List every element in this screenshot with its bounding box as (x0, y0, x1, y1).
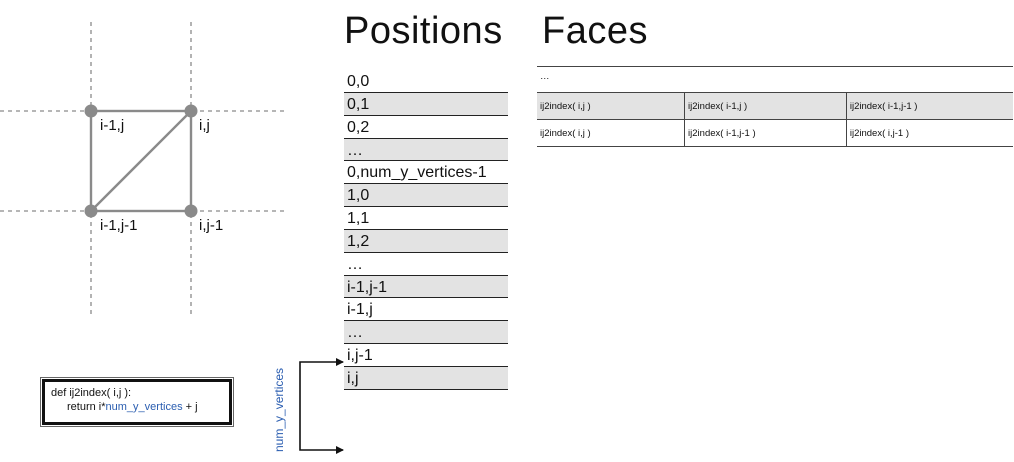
face-cell: ij2index( i,j ) (537, 92, 685, 120)
position-row: i,j-1 (344, 344, 508, 367)
vertex-label-top-left: i-1,j (100, 117, 124, 134)
position-row: 0,1 (344, 92, 508, 116)
position-row: 0,2 (344, 116, 508, 139)
position-row: i-1,j (344, 298, 508, 322)
position-row: i-1,j-1 (344, 275, 508, 299)
stride-arrow-line (299, 361, 343, 451)
stride-arrowhead-bottom (336, 446, 344, 454)
face-row: ij2index( i,j )ij2index( i-1,j )ij2index… (537, 92, 1013, 120)
position-row: 1,0 (344, 184, 508, 208)
cell-diagonal (90, 110, 192, 212)
position-row: 1,2 (344, 229, 508, 253)
vertex-dot-top-left (84, 104, 98, 118)
vertex-dot-bottom-left (84, 204, 98, 218)
face-cell: ij2index( i,j ) (537, 119, 685, 147)
stride-arrowhead-top (336, 358, 344, 366)
code-line-def: def ij2index( i,j ): (51, 387, 132, 399)
grid-diagram: i-1,j i,j i-1,j-1 i,j-1 (0, 22, 285, 318)
vertex-label-bottom-right: i,j-1 (199, 217, 223, 234)
stride-arrow (299, 358, 344, 454)
code-line-return: return i*num_y_vertices + j (51, 400, 223, 414)
position-row: 1,1 (344, 207, 508, 230)
face-cell: ij2index( i-1,j-1 ) (845, 92, 1013, 120)
faces-ellipsis-row: … (537, 66, 1013, 93)
position-row: … (344, 321, 508, 345)
cell-edges (89, 109, 193, 213)
vertex-dots (84, 104, 198, 218)
vertex-label-top-right: i,j (199, 117, 210, 134)
face-cell: ij2index( i-1,j-1 ) (684, 119, 847, 147)
vertex-dot-bottom-right (184, 204, 198, 218)
vertex-dot-top-right (184, 104, 198, 118)
positions-title: Positions (344, 10, 503, 52)
position-row: … (344, 253, 508, 276)
position-row: i,j (344, 366, 508, 390)
code-variable: num_y_vertices (105, 401, 183, 413)
face-cell: ij2index( i,j-1 ) (845, 119, 1013, 147)
face-row: ij2index( i,j )ij2index( i-1,j-1 )ij2ind… (537, 119, 1013, 147)
code-return-suffix: + j (182, 401, 198, 413)
stride-label: num_y_vertices (272, 367, 286, 452)
position-row: 0,0 (344, 70, 508, 93)
faces-title: Faces (542, 10, 648, 52)
code-box: def ij2index( i,j ): return i*num_y_vert… (42, 379, 232, 425)
faces-table: … ij2index( i,j )ij2index( i-1,j )ij2ind… (537, 66, 1013, 147)
dashed-grid-lines (0, 22, 285, 318)
position-row: … (344, 138, 508, 162)
cell-square (89, 109, 193, 213)
faces-ellipsis-cell: … (537, 66, 1013, 93)
vertex-label-bottom-left: i-1,j-1 (100, 217, 138, 234)
code-return-prefix: return i* (67, 401, 106, 413)
face-cell: ij2index( i-1,j ) (684, 92, 847, 120)
position-row: 0,num_y_vertices-1 (344, 161, 508, 185)
